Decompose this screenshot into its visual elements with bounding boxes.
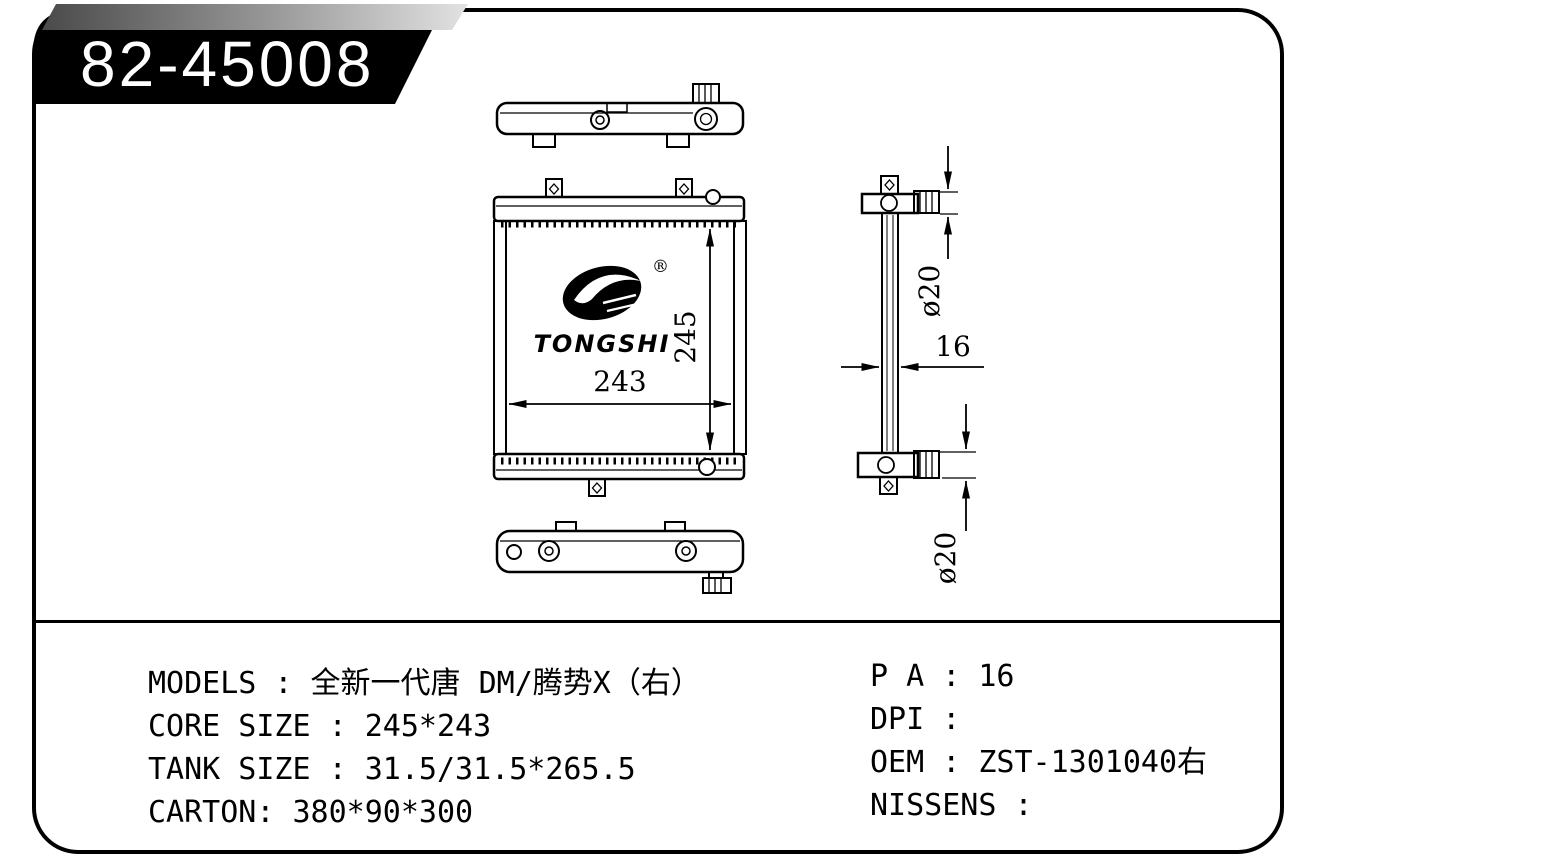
specs-right-column: P A : 16 DPI : OEM : ZST-1301040右 NISSEN… [870,655,1207,827]
tongshi-logo: ® TONGSHI [534,257,671,358]
spec-tank-size: TANK SIZE : 31.5/31.5*265.5 [148,752,636,787]
spec-carton: CARTON: 380*90*300 [148,795,474,830]
spec-pa: P A : 16 [870,659,1015,694]
spec-nissens: NISSENS : [870,788,1033,823]
bottom-pipe [913,450,940,479]
spec-models: MODELS : 全新一代唐 DM/腾势X（右） [148,666,701,701]
logo-swoosh [574,274,641,304]
radiator-front-view: ® TONGSHI 243 245 [492,178,747,497]
spec-dpi: DPI : [870,702,961,737]
bottom-tank-bottom-view [495,521,745,594]
dim-top-pipe-diameter: ø20 [913,146,958,317]
spec-oem: OEM : ZST-1301040右 [870,745,1208,780]
left-bracket [532,134,556,148]
dim-bottom-pipe-label: ø20 [929,532,962,585]
right-bracket [664,521,686,531]
filler-neck [690,83,722,131]
part-number-badge: 82-45008 [33,4,468,106]
dim-core-height: 245 [669,228,714,451]
right-bracket [666,134,690,148]
top-pipe [913,190,940,214]
dim-core-width-label: 243 [593,365,646,398]
dim-thickness-label: 16 [935,330,971,363]
logo-brand-text: TONGSHI [534,330,671,358]
sheet-border-frame [32,8,1284,854]
dim-bottom-pipe-diameter: ø20 [929,404,976,584]
radiator-side-view: ø20 16 ø20 [841,146,984,584]
part-number: 82-45008 [80,28,374,100]
spec-core-size: CORE SIZE : 245*243 [148,709,492,744]
dim-core-height-label: 245 [669,310,702,363]
registered-trademark-icon: ® [652,257,669,277]
top-tank-top-view [495,83,745,148]
left-bracket [555,521,577,531]
dim-thickness: 16 [841,330,984,371]
specs-left-column: MODELS : 全新一代唐 DM/腾势X（右） CORE SIZE : 245… [148,662,701,834]
drain-pipe [702,572,732,594]
drawing-specs-divider [34,620,1282,623]
dim-top-pipe-label: ø20 [913,265,946,318]
badge-gradient-band [42,4,468,30]
logo-ellipse [562,265,642,321]
dim-core-width: 243 [508,365,732,408]
